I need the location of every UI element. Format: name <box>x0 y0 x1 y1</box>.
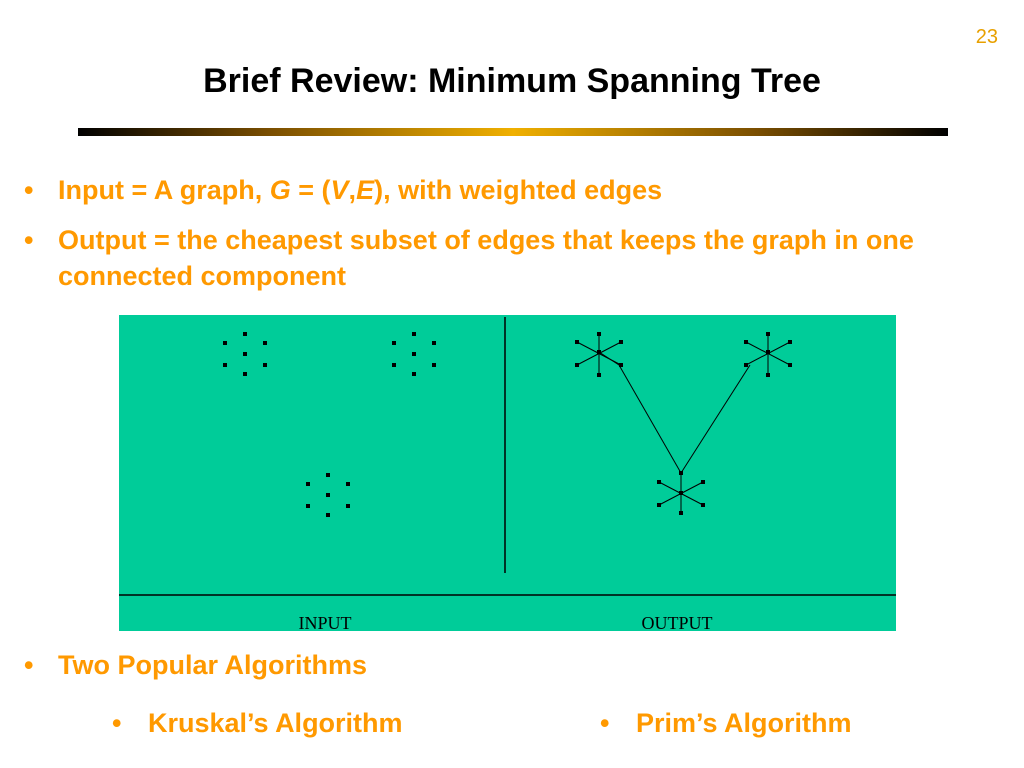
bullet-dot: • <box>24 650 34 680</box>
bullet-input: • Input = A graph, G = (V,E), with weigh… <box>20 172 980 208</box>
input-cluster-1 <box>223 332 267 376</box>
bullet-dot: • <box>112 708 122 738</box>
sub-bullet-kruskal: •Kruskal’s Algorithm <box>112 708 403 738</box>
output-label: OUTPUT <box>642 613 713 631</box>
bullet-dot: • <box>600 708 610 738</box>
sub-bullet-prim: •Prim’s Algorithm <box>600 708 852 738</box>
figure-background <box>119 315 896 631</box>
bullet-algorithms: •Two Popular Algorithms <box>20 650 367 681</box>
input-cluster-2 <box>392 332 436 376</box>
output-star-2 <box>744 332 792 377</box>
mst-diagram: INPUT OUTPUT <box>119 315 896 631</box>
input-label: INPUT <box>299 613 352 631</box>
output-star-3 <box>657 471 705 515</box>
output-edge-left <box>618 364 682 474</box>
bullet-output: • Output = the cheapest subset of edges … <box>20 222 980 294</box>
output-edge-right <box>680 364 751 474</box>
slide-number: 23 <box>975 26 998 48</box>
bullet-dot: • <box>24 175 34 205</box>
title-divider <box>78 128 948 136</box>
mst-figure: INPUT OUTPUT <box>119 315 896 631</box>
slide-title: Brief Review: Minimum Spanning Tree <box>203 62 821 100</box>
input-cluster-3 <box>306 473 350 517</box>
output-star-1 <box>575 332 623 377</box>
bullet-dot: • <box>24 225 34 255</box>
bullet-list: • Input = A graph, G = (V,E), with weigh… <box>20 172 980 308</box>
